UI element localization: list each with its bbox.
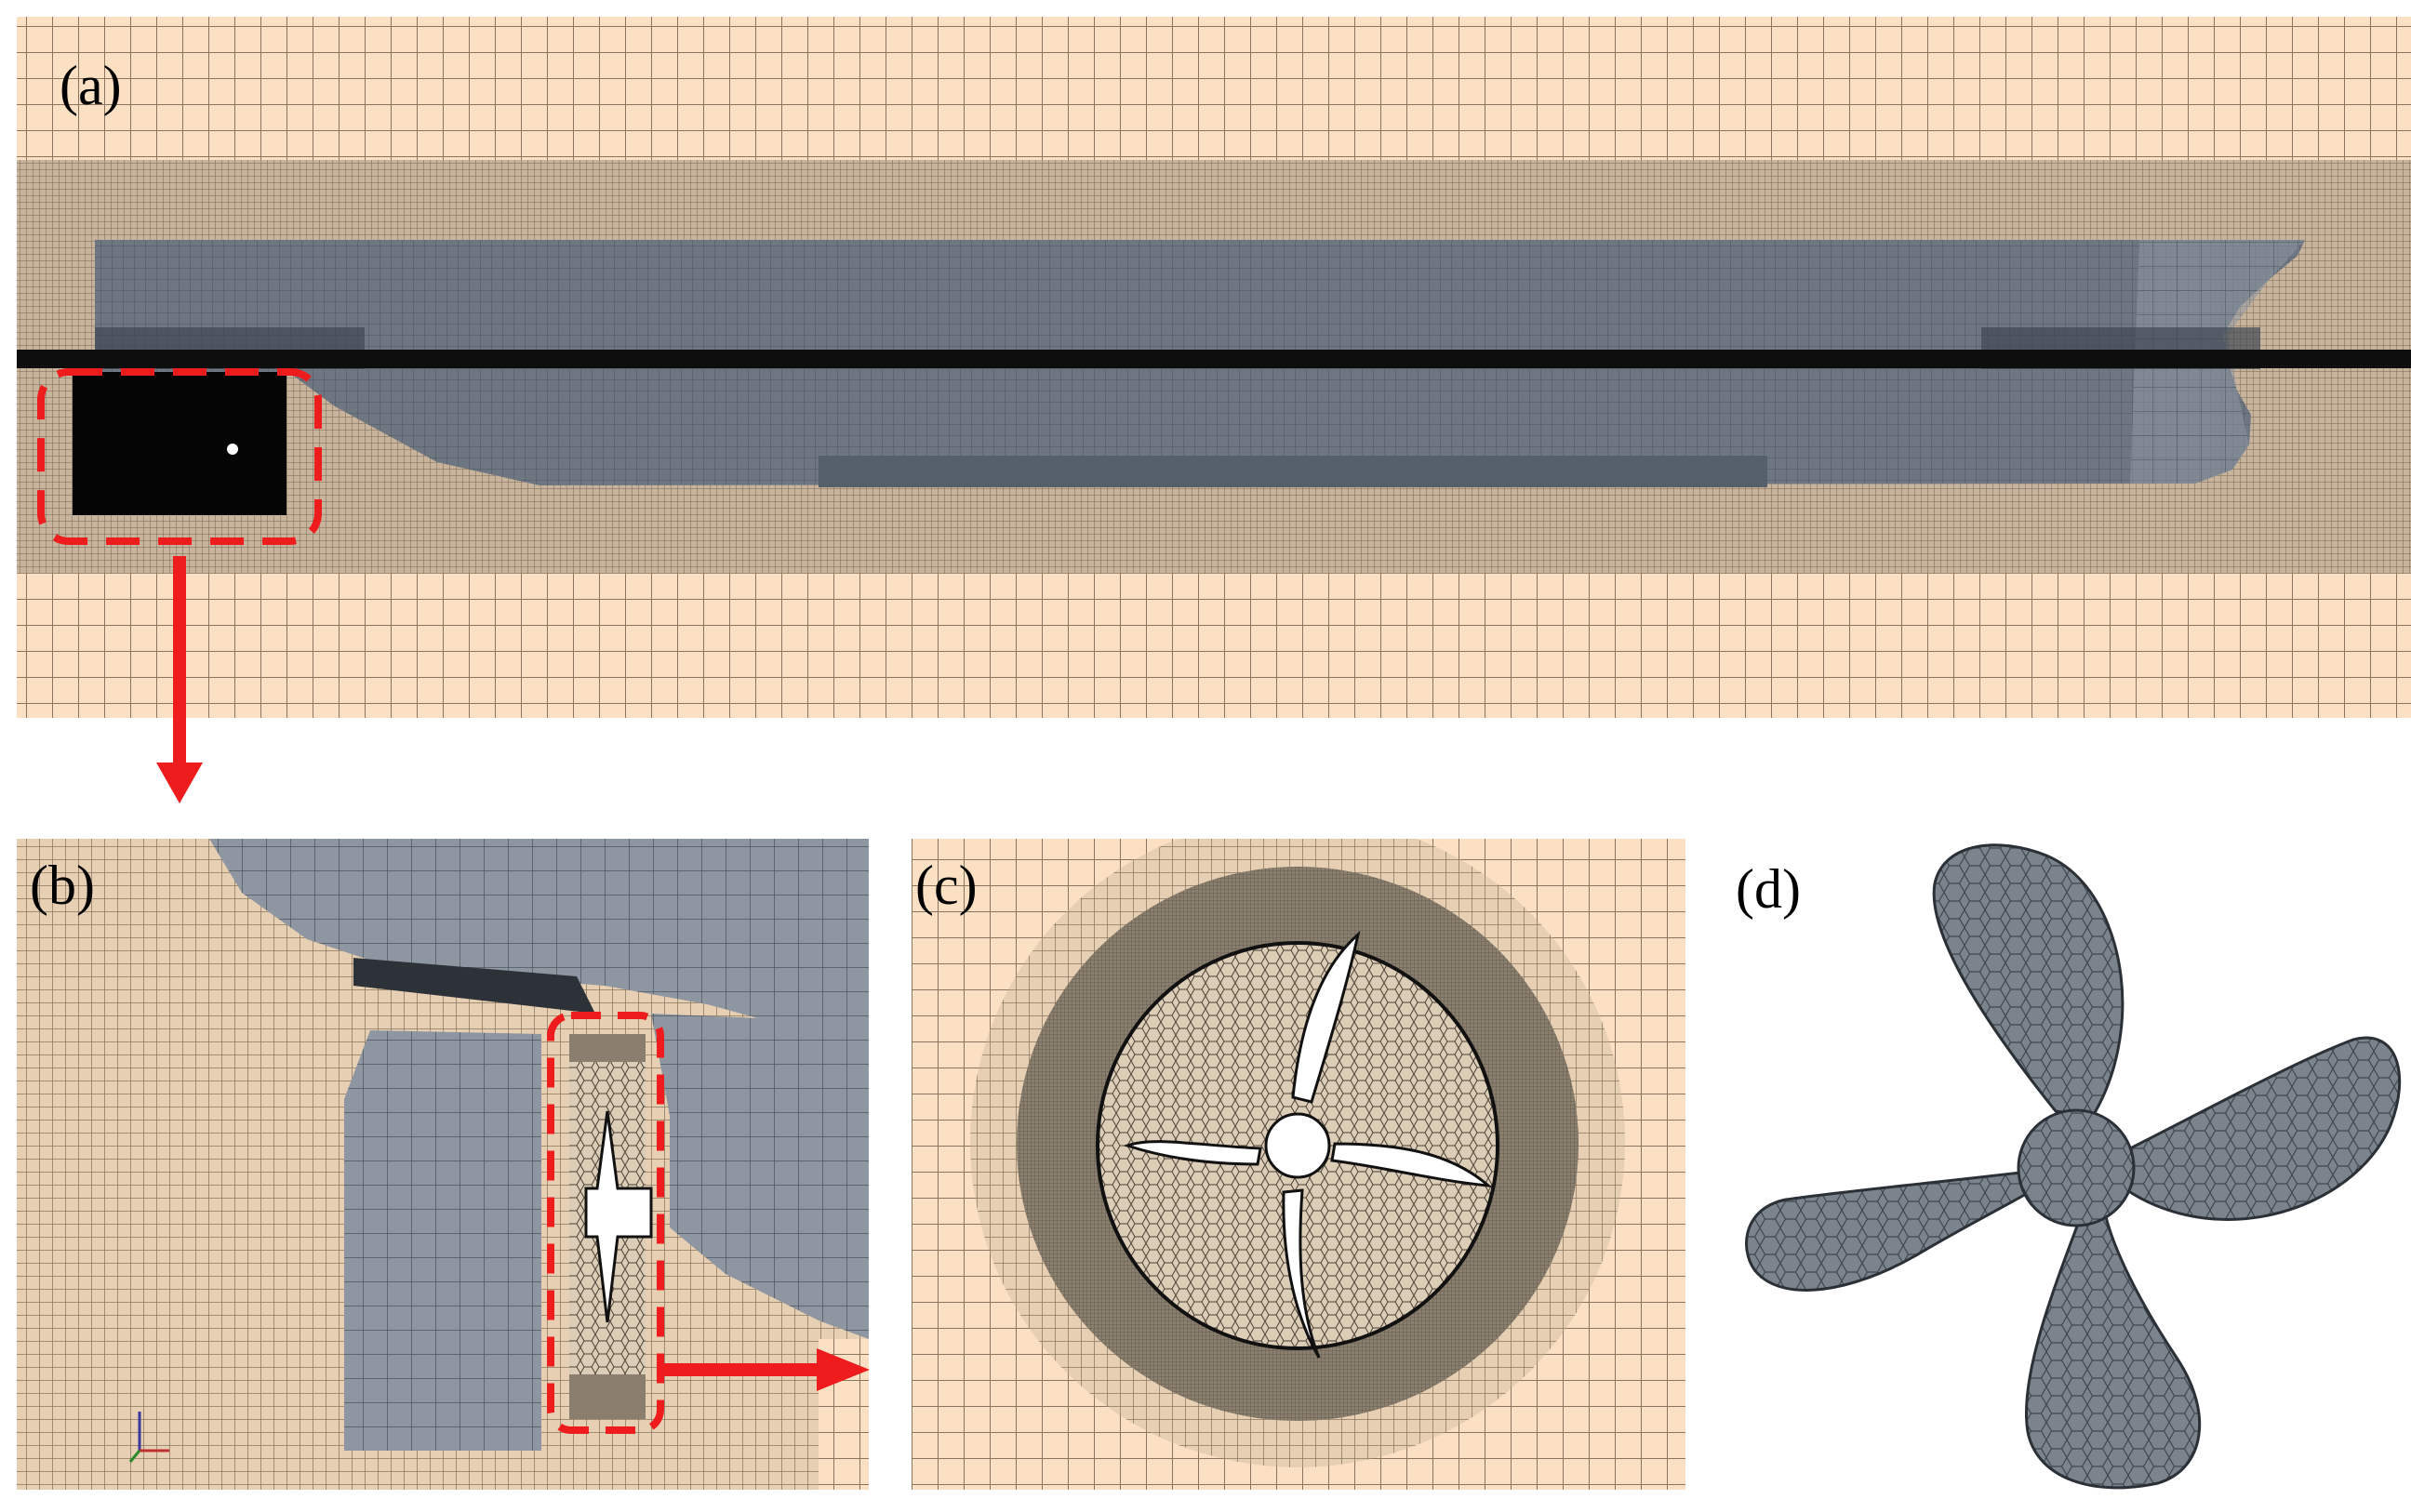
arrow-a-to-b bbox=[156, 556, 203, 803]
panel-a-ship-mesh: (a) bbox=[17, 17, 2411, 718]
panel-d-propeller-surface-mesh: (d) bbox=[1736, 843, 2402, 1490]
propeller-3d bbox=[1745, 843, 2402, 1490]
propeller-side-view bbox=[584, 1110, 653, 1323]
propeller-marker bbox=[227, 444, 238, 455]
panel-c-rotating-region: (c) bbox=[912, 839, 1685, 1490]
panel-b-stern-detail: (b) bbox=[17, 839, 869, 1490]
free-surface-refinement bbox=[17, 350, 2411, 368]
stern-hull-shadow bbox=[353, 958, 595, 1014]
blade-left bbox=[1745, 1170, 2034, 1292]
skeg-mesh bbox=[651, 1014, 869, 1339]
panel-label-c: (c) bbox=[915, 855, 978, 916]
panel-label-d: (d) bbox=[1736, 858, 1801, 920]
rotating-region-b-top bbox=[569, 1034, 646, 1062]
axis-triad bbox=[128, 1412, 169, 1463]
highlight-box-a bbox=[37, 368, 322, 545]
blade-right bbox=[2119, 1036, 2402, 1221]
highlight-box-b bbox=[547, 1012, 664, 1434]
propeller-front-view bbox=[1123, 930, 1493, 1359]
blade-top bbox=[1932, 843, 2125, 1118]
stern-hull-upper bbox=[209, 839, 869, 1060]
arrow-b-to-c bbox=[660, 1348, 870, 1391]
propeller-hub bbox=[2017, 1108, 2136, 1227]
panel-label-b: (b) bbox=[30, 855, 95, 916]
panel-label-a: (a) bbox=[60, 55, 122, 116]
rotating-region-b-bottom bbox=[569, 1374, 646, 1419]
blade-bottom bbox=[2024, 1207, 2202, 1490]
keel-refinement bbox=[819, 456, 1767, 487]
rudder-mesh bbox=[344, 1030, 541, 1451]
propeller-rotating-region bbox=[73, 372, 286, 515]
